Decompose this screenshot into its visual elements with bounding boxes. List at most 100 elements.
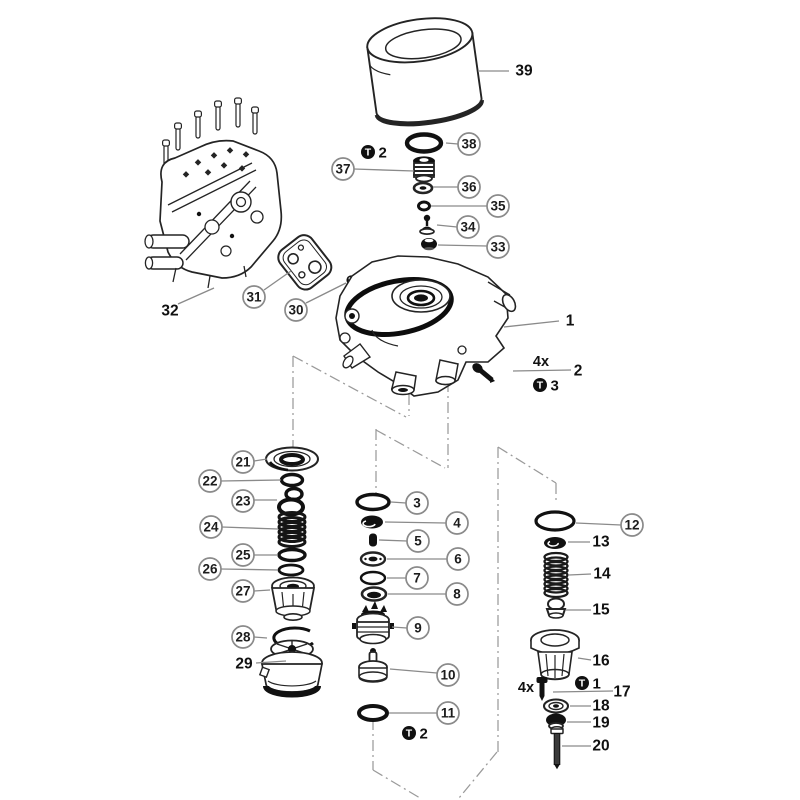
callout-number-38: 38 bbox=[461, 137, 477, 152]
callout-31: 31 bbox=[242, 270, 292, 309]
callout-number-9: 9 bbox=[414, 621, 422, 636]
callout-3: 3 bbox=[390, 491, 429, 515]
part-10-piston bbox=[358, 648, 388, 683]
part-14-spring bbox=[543, 551, 569, 599]
callout-number-17: 17 bbox=[613, 684, 630, 701]
callout-8: 8 bbox=[388, 582, 469, 606]
torque-icon bbox=[361, 145, 375, 159]
callout-11: 11 bbox=[389, 701, 460, 725]
leader-line-28 bbox=[253, 636, 268, 639]
leader-line-1 bbox=[503, 320, 560, 328]
callout-number-22: 22 bbox=[202, 474, 217, 489]
callout-circle-37 bbox=[331, 157, 355, 181]
callout-circle-31 bbox=[242, 285, 266, 309]
callout-number-26: 26 bbox=[202, 562, 218, 577]
leader-line-4 bbox=[384, 521, 447, 524]
callout-1: 1 bbox=[503, 313, 575, 330]
part-23-valve-poppet bbox=[277, 486, 305, 517]
part-2-bolt bbox=[472, 363, 495, 383]
callout-number-6: 6 bbox=[454, 552, 462, 567]
torque-symbol: T bbox=[406, 728, 413, 740]
callout-10: 10 bbox=[389, 663, 460, 687]
assembly-centerline-8 bbox=[497, 446, 557, 484]
part-16-filter-housing bbox=[530, 629, 580, 681]
callout-circle-24 bbox=[199, 515, 223, 539]
callout-22: 22 bbox=[198, 469, 282, 493]
part-39-desiccant-cartridge bbox=[366, 17, 484, 127]
torque-note-number: 1 bbox=[593, 676, 601, 693]
leader-line-10 bbox=[389, 668, 438, 674]
part-36-washer bbox=[412, 181, 434, 195]
leader-line-29 bbox=[255, 660, 287, 664]
part-25-o-ring bbox=[277, 547, 307, 563]
callout-number-35: 35 bbox=[490, 199, 506, 214]
callout-number-15: 15 bbox=[592, 602, 610, 619]
torque-symbol: T bbox=[537, 380, 544, 392]
stud-pins bbox=[161, 97, 260, 166]
part-26-o-ring bbox=[277, 563, 305, 577]
callout-number-29: 29 bbox=[235, 656, 253, 673]
leader-line-16 bbox=[577, 657, 592, 661]
assembly-centerline-5 bbox=[375, 429, 446, 469]
callout-circle-33 bbox=[486, 235, 510, 259]
callout-number-16: 16 bbox=[592, 653, 610, 670]
callout-circle-10 bbox=[436, 663, 460, 687]
leader-line-26 bbox=[220, 568, 279, 571]
callout-circle-8 bbox=[445, 582, 469, 606]
callout-14: 14 bbox=[568, 566, 611, 583]
part-1-air-dryer-base bbox=[335, 255, 517, 397]
callout-34: 34 bbox=[436, 215, 480, 239]
callout-29: 29 bbox=[235, 656, 287, 673]
callout-number-31: 31 bbox=[246, 290, 262, 305]
annotations-layer: 3938373635343332313012345678910111213141… bbox=[161, 63, 644, 755]
part-35-o-ring bbox=[417, 200, 431, 212]
part-13-valve-disc bbox=[544, 537, 566, 549]
torque-icon bbox=[575, 676, 589, 690]
callout-number-37: 37 bbox=[335, 162, 350, 177]
callout-circle-6 bbox=[446, 547, 470, 571]
callout-circle-26 bbox=[198, 557, 222, 581]
leader-line-37 bbox=[353, 168, 415, 172]
assembly-centerline-11 bbox=[372, 769, 421, 799]
quantity-label-2: 4x bbox=[518, 680, 534, 696]
part-6-washer-disc bbox=[359, 551, 387, 567]
part-12-o-ring bbox=[534, 510, 576, 532]
callout-circle-34 bbox=[456, 215, 480, 239]
callout-number-12: 12 bbox=[624, 518, 639, 533]
callout-number-39: 39 bbox=[515, 63, 533, 80]
callout-4: 4 bbox=[384, 511, 469, 535]
leader-line-12 bbox=[575, 522, 622, 526]
callout-13: 13 bbox=[568, 534, 610, 551]
torque-note-number: 2 bbox=[420, 726, 428, 743]
callout-number-8: 8 bbox=[453, 587, 461, 602]
part-9-valve-insert bbox=[352, 601, 394, 645]
part-5-pin bbox=[369, 533, 377, 547]
leader-line-32 bbox=[177, 287, 215, 305]
callout-circle-30 bbox=[284, 298, 308, 322]
callout-26: 26 bbox=[198, 557, 279, 581]
callout-17: 17 bbox=[552, 684, 631, 701]
callout-number-13: 13 bbox=[592, 534, 610, 551]
callout-number-4: 4 bbox=[453, 516, 461, 531]
leader-line-17 bbox=[552, 690, 614, 693]
callout-number-23: 23 bbox=[235, 494, 251, 509]
callout-5: 5 bbox=[378, 529, 430, 553]
part-38-o-ring bbox=[404, 132, 444, 154]
part-22-o-ring bbox=[279, 472, 305, 488]
callout-number-10: 10 bbox=[440, 668, 455, 683]
callout-number-18: 18 bbox=[592, 698, 610, 715]
leader-line-9 bbox=[391, 626, 408, 629]
callout-number-5: 5 bbox=[414, 534, 422, 549]
part-4-valve-disc bbox=[361, 515, 383, 529]
callout-37: 37 bbox=[331, 157, 415, 181]
part-33-grommet bbox=[421, 238, 437, 251]
callout-circle-27 bbox=[231, 579, 255, 603]
torque-icon bbox=[533, 378, 547, 392]
leader-line-24 bbox=[221, 526, 279, 530]
callout-21: 21 bbox=[231, 450, 268, 474]
part-11-o-ring bbox=[357, 704, 389, 722]
callout-number-27: 27 bbox=[235, 584, 250, 599]
